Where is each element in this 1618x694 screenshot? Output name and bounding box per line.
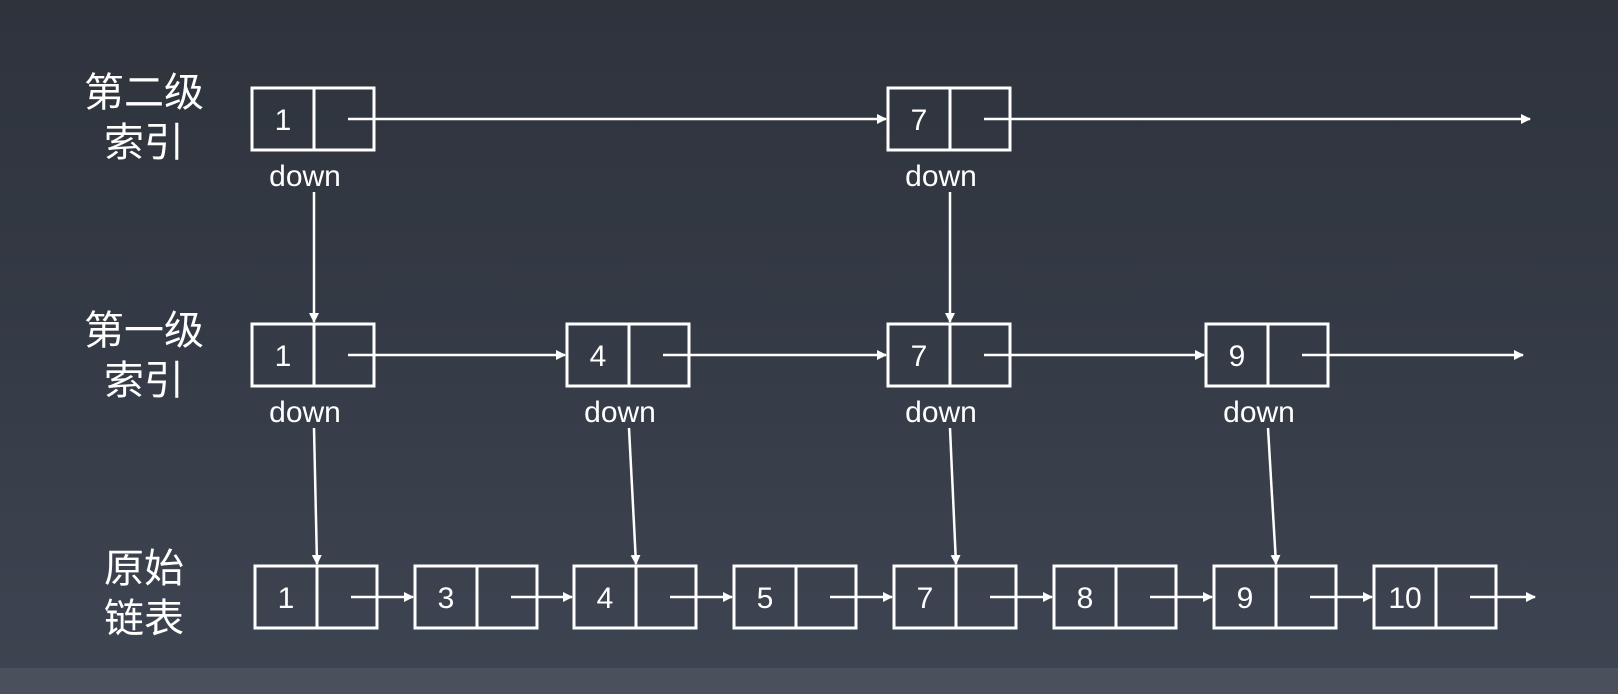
bottom-bar bbox=[0, 668, 1618, 694]
down-arrow bbox=[627, 427, 641, 565]
level-label-first-index: 第一级 索引 bbox=[64, 306, 224, 406]
down-label: down bbox=[1223, 396, 1295, 429]
level-label-line1: 第一级 bbox=[84, 308, 204, 354]
node-value: 4 bbox=[590, 340, 607, 373]
level-label-original-list: 原始 链表 bbox=[64, 544, 224, 644]
node-value: 1 bbox=[275, 104, 292, 137]
down-arrow bbox=[1266, 427, 1281, 565]
down-label: down bbox=[269, 396, 341, 429]
node-value: 10 bbox=[1388, 582, 1421, 615]
node-value: 9 bbox=[1237, 582, 1254, 615]
level-label-line1: 原始 bbox=[104, 546, 184, 592]
node-value: 4 bbox=[597, 582, 614, 615]
node-value: 7 bbox=[917, 582, 934, 615]
level-label-line2: 索引 bbox=[104, 120, 184, 166]
node-value: 3 bbox=[438, 582, 455, 615]
node-value: 7 bbox=[911, 104, 928, 137]
down-arrow bbox=[311, 427, 322, 565]
node-value: 7 bbox=[911, 340, 928, 373]
down-arrow bbox=[948, 427, 961, 565]
down-label: down bbox=[269, 160, 341, 193]
node-value: 9 bbox=[1229, 340, 1246, 373]
node-value: 5 bbox=[757, 582, 774, 615]
diagram-canvas: 1 down 7 down 1 down 4 down 7 down 9 down 1 3 4 5 7 8 9 10 bbox=[269, 104, 1536, 615]
down-label: down bbox=[905, 396, 977, 429]
node-value: 8 bbox=[1077, 582, 1094, 615]
level-label-line1: 第二级 bbox=[84, 70, 204, 116]
level-label-second-index: 第二级 索引 bbox=[64, 68, 224, 168]
node-value: 1 bbox=[278, 582, 295, 615]
level-label-line2: 索引 bbox=[104, 358, 184, 404]
level-label-line2: 链表 bbox=[104, 596, 184, 642]
down-label: down bbox=[905, 160, 977, 193]
down-label: down bbox=[584, 396, 656, 429]
node-value: 1 bbox=[275, 340, 292, 373]
